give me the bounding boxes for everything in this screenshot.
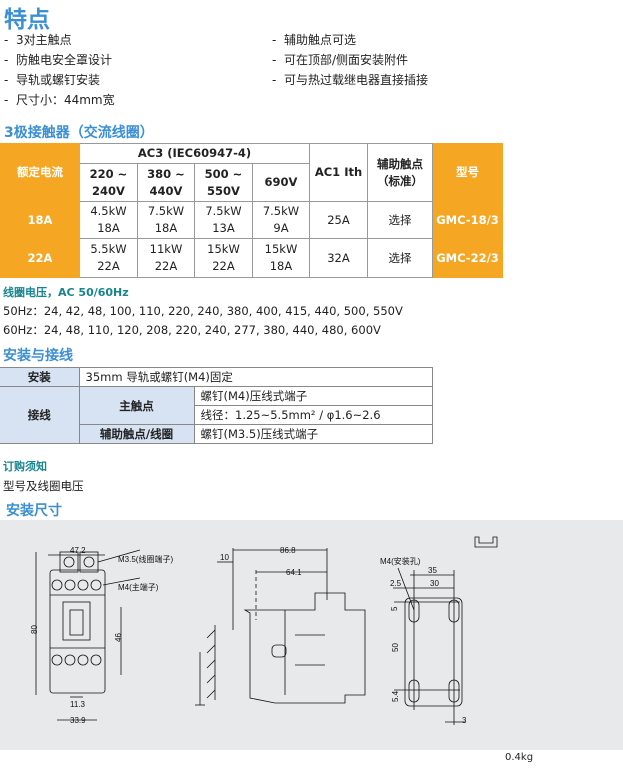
din-rail-bracket-icon <box>474 536 498 548</box>
side-view-drawing <box>195 548 366 706</box>
dim-label: 2.5 <box>390 579 402 588</box>
dim-label: 80 <box>30 625 39 634</box>
dim-label: 5 <box>390 606 399 611</box>
header-aux: 辅助触点（标准） <box>367 143 433 202</box>
feature-item: - 可在顶部/侧面安装附件 <box>272 53 409 67</box>
wiring-label: 接线 <box>0 386 80 444</box>
coil-50hz: 50Hz：24, 42, 48, 100, 110, 220, 240, 380… <box>3 304 403 318</box>
install-title: 安装与接线 <box>3 348 73 364</box>
contactor-title: 3极接触器（交流线圈） <box>4 125 154 141</box>
ac1-cell: 32A <box>309 238 368 278</box>
mounting-plate-drawing <box>393 536 498 725</box>
install-table: 安装 35mm 导轨或螺钉(M4)固定 接线 主触点 螺钉(M4)压线式端子 线… <box>0 367 433 444</box>
feature-item: - 导轨或螺钉安装 <box>4 73 100 87</box>
dim-label: 35 <box>428 566 437 575</box>
dim-label: M4(安装孔) <box>380 556 421 566</box>
header-v1: 220 ~ 240V <box>79 163 138 202</box>
dim-label: 86.8 <box>280 546 296 555</box>
features-title: 特点 <box>4 7 50 33</box>
dim-label: M4(主端子) <box>118 582 159 592</box>
dim-label: 47.2 <box>70 546 86 555</box>
ac1-cell: 25A <box>309 201 368 239</box>
main-value-2: 线径：1.25~5.5mm² / φ1.6~2.6 <box>194 405 433 425</box>
features-right: - 辅助触点可选 - 可在顶部/侧面安装附件 - 可与热过载继电器直接插接 <box>272 30 428 90</box>
features-left: - 3对主触点 - 防触电安全罩设计 - 导轨或螺钉安装 - 尺寸小：44mm宽 <box>4 30 115 110</box>
header-v2: 380 ~ 440V <box>137 163 195 202</box>
coil-title: 线圈电压，AC 50/60Hz <box>3 286 129 299</box>
model-cell: GMC-18/3 <box>432 201 503 239</box>
order-title: 订购须知 <box>3 460 47 473</box>
header-v4: 690V <box>252 163 310 202</box>
feature-item: - 3对主触点 <box>4 33 72 47</box>
main-value-1: 螺钉(M4)压线式端子 <box>194 386 433 406</box>
model-cell: GMC-22/3 <box>432 238 503 278</box>
main-label: 主触点 <box>79 386 195 425</box>
coil-60hz: 60Hz：24, 48, 110, 120, 208, 220, 240, 27… <box>3 323 381 337</box>
feature-item: - 防触电安全罩设计 <box>4 53 112 67</box>
feature-item: - 可与热过载继电器直接插接 <box>272 73 428 87</box>
dim-label: 3 <box>462 716 467 725</box>
dims-title: 安装尺寸 <box>6 503 62 519</box>
feature-item: - 尺寸小：44mm宽 <box>4 93 115 107</box>
dimension-drawing: 47.2 M3.5(线圈端子) M4(主端子) 80 46 11.3 33.9 … <box>0 520 623 750</box>
dim-label: 11.3 <box>70 700 86 709</box>
dim-label: 46 <box>114 633 123 642</box>
aux-label: 辅助触点/线圈 <box>79 424 195 444</box>
order-text: 型号及线圈电压 <box>3 479 84 493</box>
feature-item: - 辅助触点可选 <box>272 33 356 47</box>
weight: 0.4kg <box>505 752 534 763</box>
rated-cell: 18A <box>0 201 80 239</box>
front-view-drawing <box>35 549 141 721</box>
header-model: 型号 <box>432 143 503 202</box>
header-ac1: AC1 Ith <box>309 143 368 202</box>
mount-value: 35mm 导轨或螺钉(M4)固定 <box>79 367 433 387</box>
aux-cell: 选择 <box>367 238 433 278</box>
dim-label: 64.1 <box>286 568 302 577</box>
header-rated: 额定电流 <box>0 143 80 202</box>
aux-cell: 选择 <box>367 201 433 239</box>
rated-cell: 22A <box>0 238 80 278</box>
aux-value: 螺钉(M3.5)压线式端子 <box>194 424 433 444</box>
header-v3: 500 ~ 550V <box>194 163 253 202</box>
contactor-table: 额定电流 AC3 (IEC60947-4) AC1 Ith 辅助触点（标准） 型… <box>0 143 503 278</box>
dim-label: 50 <box>391 643 400 652</box>
dim-label: 30 <box>430 579 439 588</box>
mount-label: 安装 <box>0 367 80 387</box>
header-ac3: AC3 (IEC60947-4) <box>79 143 310 164</box>
dim-label: 10 <box>220 553 229 562</box>
dim-label: 5.4 <box>391 690 400 702</box>
dim-label: M3.5(线圈端子) <box>118 554 173 564</box>
dim-label: 33.9 <box>70 716 86 725</box>
